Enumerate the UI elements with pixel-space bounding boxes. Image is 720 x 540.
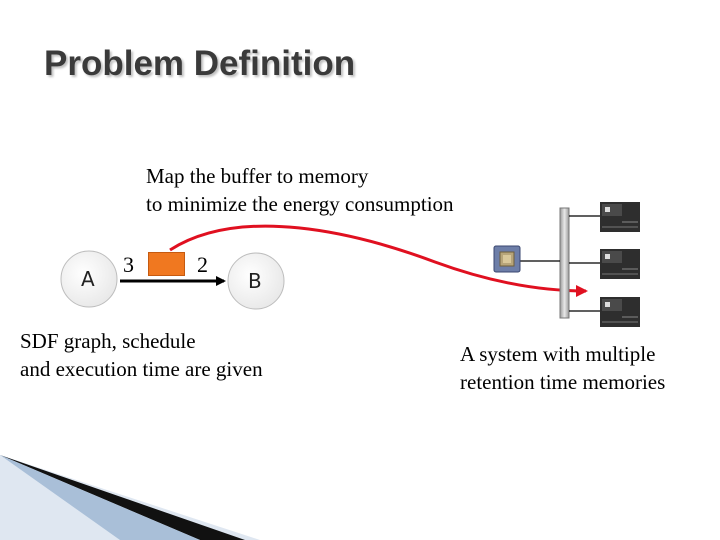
decorative-corner-wedge [0, 455, 260, 540]
buffer-block [148, 252, 185, 276]
sdf-caption: SDF graph, schedule and execution time a… [20, 327, 263, 383]
rate-out-label: 3 [123, 252, 134, 277]
page-title: Problem Definition [44, 44, 356, 83]
sdf-caption-line-1: SDF graph, schedule [20, 329, 196, 353]
system-caption: A system with multiple retention time me… [460, 340, 665, 396]
sdf-caption-line-2: and execution time are given [20, 357, 263, 381]
memory-chip-icon [600, 249, 640, 279]
system-caption-line-1: A system with multiple [460, 342, 656, 366]
mapping-caption-line-2: to minimize the energy consumption [146, 192, 454, 216]
node-b-circle [227, 252, 285, 310]
memory-bus [559, 207, 570, 319]
processor-chip-icon [493, 245, 521, 273]
node-b-label: B [248, 269, 262, 293]
memory-chip-icon [600, 202, 640, 232]
node-a-label: A [81, 267, 95, 291]
mapping-arrow [169, 224, 588, 297]
system-caption-line-2: retention time memories [460, 370, 666, 394]
memory-chip-icon [600, 297, 640, 327]
node-a-circle [60, 250, 118, 308]
mapping-caption: Map the buffer to memory to minimize the… [146, 162, 454, 218]
mapping-caption-line-1: Map the buffer to memory [146, 164, 369, 188]
rate-in-label: 2 [197, 252, 208, 277]
